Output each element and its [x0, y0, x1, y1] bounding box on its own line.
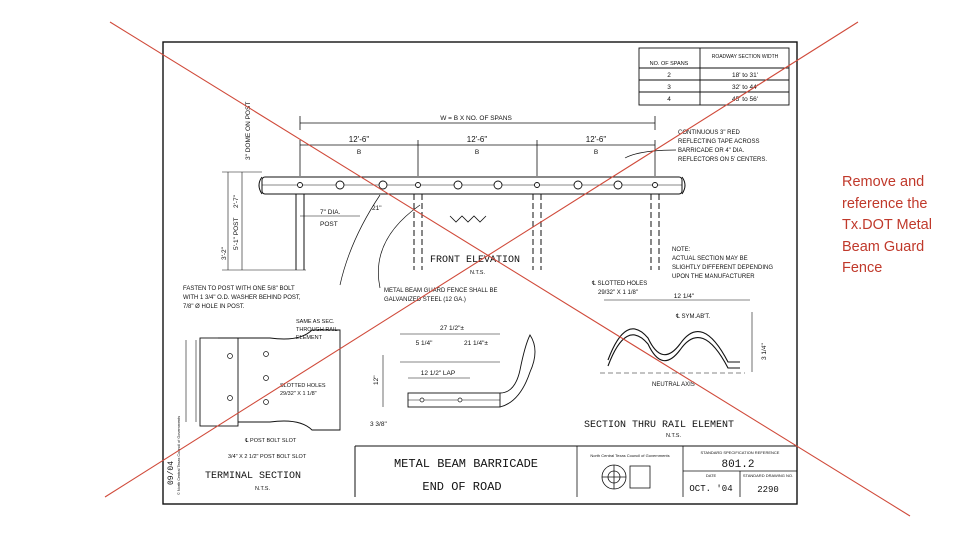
span-symbol: B [357, 149, 361, 156]
manufacturer-note: ACTUAL SECTION MAY BE [672, 256, 748, 262]
leader-line [624, 149, 677, 159]
post-dia-label: 7" DIA. [320, 209, 341, 216]
terminal-holes [227, 351, 269, 405]
reflect-note: CONTINUOUS 3" RED [678, 130, 740, 136]
section-scale: N.T.S. [666, 433, 681, 439]
post-total-label: 5'-1" POST [233, 218, 240, 250]
manufacturer-note: NOTE: [672, 247, 691, 253]
title-line-2: END OF ROAD [422, 480, 501, 494]
rail-bolt-holes [297, 180, 658, 190]
reflect-note: REFLECTING TAPE ACROSS [678, 139, 759, 145]
terminal-slot-note: 29/32" X 1 1/8" [280, 391, 317, 397]
drawing-no-label: STANDARD DRAWING NO. [743, 473, 793, 478]
same-as-note: SAME AS SEC. [296, 319, 335, 325]
table-header-width: ROADWAY SECTION WIDTH [712, 54, 779, 60]
lap-dim: 12 1/2" LAP [421, 370, 455, 377]
dome-label: 3" DOME ON POST [245, 102, 252, 160]
span-symbol: B [594, 149, 598, 156]
lap-dim: 27 1/2"± [440, 325, 464, 332]
table-cell: 45' to 56' [732, 96, 758, 103]
terminal-slot-note: SLOTTED HOLES [280, 383, 326, 389]
lap-dim: 12" [373, 375, 380, 385]
dim-21-label: 21" [372, 205, 382, 212]
manufacturer-note: SLIGHTLY DIFFERENT DEPENDING [672, 265, 773, 271]
slotted-holes-note: ℄ SLOTTED HOLES [591, 281, 647, 287]
overall-width-label: W = B X NO. OF SPANS [440, 115, 512, 122]
lap-dim: 5 1/4" [416, 340, 433, 347]
spec-ref-label: STANDARD SPECIFICATION REFERENCE [701, 450, 780, 455]
same-as-note: ELEMENT [296, 335, 323, 341]
strike-line-2 [104, 21, 859, 498]
fasten-note: 7/8" Ø HOLE IN POST. [183, 304, 245, 310]
same-as-note: THROUGH RAIL [296, 327, 338, 333]
table-cell: 4 [667, 96, 671, 103]
table-cell: 2 [667, 72, 671, 79]
drawing-no-value: 2290 [757, 485, 779, 495]
date-label: DATE [706, 473, 717, 478]
neutral-axis-label: NEUTRAL AXIS [652, 382, 695, 388]
sheet-side-copyright: © North Central Texas Council of Governm… [177, 416, 181, 495]
council-logo [601, 464, 651, 490]
span-length: 12'-6" [586, 135, 607, 144]
reflect-note: BARRICADE OR 4" DIA. [678, 148, 744, 154]
council-name: North Central Texas Council of Governmen… [590, 453, 669, 458]
fasten-note: FASTEN TO POST WITH ONE 5/8" BOLT [183, 286, 295, 292]
overall-dimension [299, 116, 656, 176]
reflect-note: REFLECTORS ON 5' CENTERS. [678, 157, 767, 163]
slotted-holes-note: 29/32" X 1 1/8" [598, 290, 638, 296]
terminal-section-drawing [185, 329, 341, 431]
section-height: 3 1/4" [761, 343, 768, 360]
title-line-1: METAL BEAM BARRICADE [394, 457, 538, 471]
date-value: OCT. '04 [689, 484, 732, 494]
sym-note: ℄ SYM.AB'T. [675, 314, 710, 320]
section-title: SECTION THRU RAIL ELEMENT [584, 420, 734, 431]
sheet-border [162, 41, 798, 505]
lap-dim: 3 3/8" [370, 421, 387, 428]
beam-note: GALVANIZED STEEL (12 GA.) [384, 297, 466, 303]
manufacturer-note: UPON THE MANUFACTURER [672, 274, 755, 280]
fasten-note: WITH 1 3/4" O.D. WASHER BEHIND POST, [183, 295, 301, 301]
beam-note: METAL BEAM GUARD FENCE SHALL BE [384, 288, 497, 294]
front-elevation-title: FRONT ELEVATION [430, 255, 520, 266]
strike-line-1 [109, 21, 911, 517]
table-cell: 32' to 44' [732, 84, 758, 91]
post-height-label: 2'-7" [233, 194, 240, 208]
spec-ref-value: 801.2 [721, 459, 754, 471]
span-length: 12'-6" [349, 135, 370, 144]
table-cell: 18' to 31' [732, 72, 758, 79]
leader-line [339, 194, 381, 286]
rail-section-drawing [600, 299, 753, 374]
terminal-scale: N.T.S. [255, 486, 270, 492]
post-slot-note: ℄ POST BOLT SLOT [244, 438, 297, 444]
span-symbol: B [475, 149, 479, 156]
terminal-title: TERMINAL SECTION [205, 471, 301, 482]
table-cell: 3 [667, 84, 671, 91]
section-width: 12 1/4" [674, 293, 695, 300]
lap-detail-drawing [382, 333, 536, 408]
front-elevation-scale: N.T.S. [470, 270, 485, 276]
post-embed-label: 3'-2" [221, 246, 228, 260]
table-header-spans: NO. OF SPANS [650, 61, 689, 67]
post-word-label: POST [320, 221, 338, 228]
post-bolt-note: 3/4" X 2 1/2" POST BOLT SLOT [228, 454, 307, 460]
span-length: 12'-6" [467, 135, 488, 144]
spans-table [638, 47, 790, 106]
lap-holes [419, 397, 463, 403]
leader-line [377, 204, 421, 289]
sheet-side-date: 09/04 [167, 461, 176, 485]
side-note: Remove and reference the Tx.DOT Metal Be… [842, 174, 932, 276]
lap-dim: 21 1/4"± [464, 340, 488, 347]
